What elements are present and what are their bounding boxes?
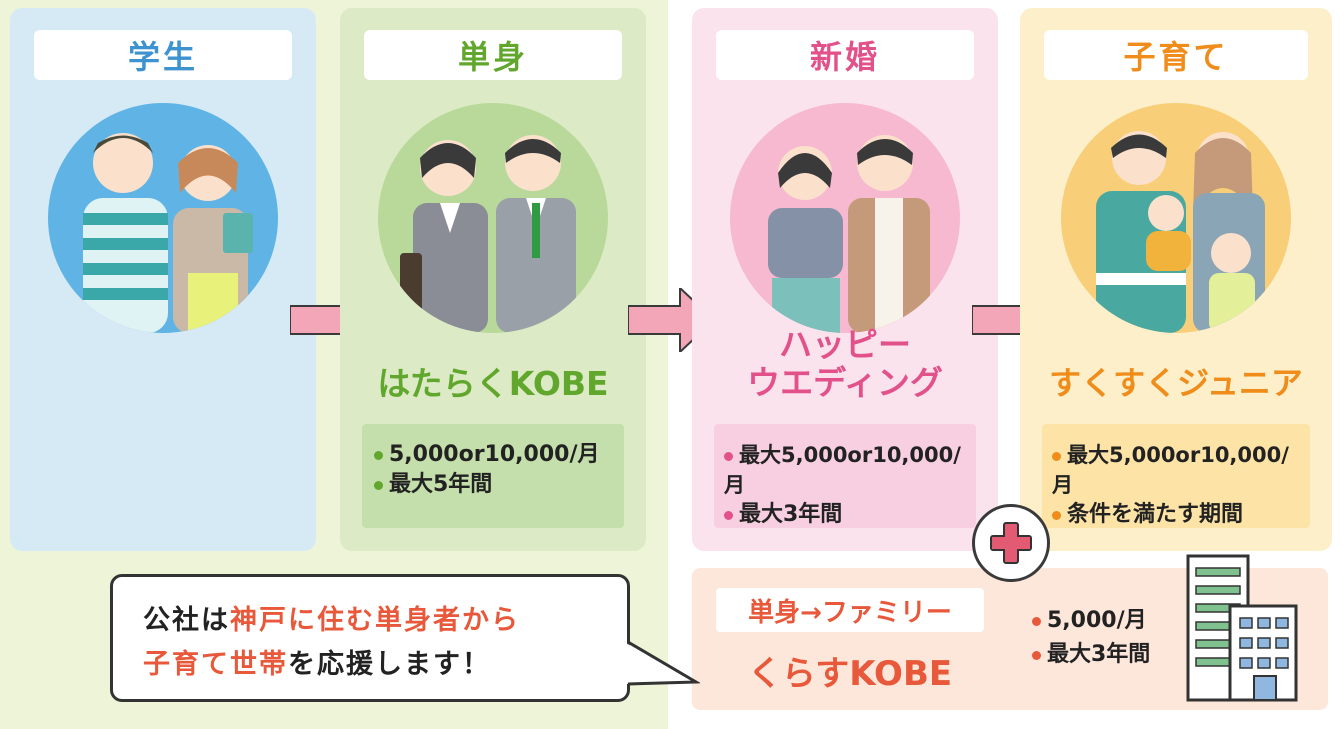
detail-single-amount: 5,000or10,000/月: [374, 440, 612, 470]
speech-line2: 子育て世帯を応援します！: [143, 649, 491, 680]
bullet-dot-icon: [724, 451, 733, 461]
plus-icon: [972, 504, 1050, 582]
couple-image: [768, 135, 930, 333]
family-illustration: [1061, 103, 1291, 333]
column-married: 新婚 ハッピー ウエディング 最大5,000or10,000/月 最大3年間: [692, 8, 998, 551]
workers-image: [400, 135, 576, 333]
married-illustration: [730, 103, 960, 333]
students-image: [83, 133, 253, 333]
title-student: 学生: [34, 30, 292, 80]
bullet-dot-icon: [374, 480, 383, 490]
column-child-rearing: 子育て すくすくジュニア 最大5,000or10,000/月 条件を満たす期間: [1020, 8, 1332, 551]
program-kurasu-kobe: くらすKOBE: [747, 654, 953, 694]
speech-bubble: 公社は神戸に住む単身者から 子育て世帯を応援します！: [110, 574, 630, 702]
info-single: 5,000or10,000/月 最大5年間: [362, 424, 624, 528]
info-child-rearing: 最大5,000or10,000/月 条件を満たす期間: [1042, 424, 1310, 528]
panel-kurasu-kobe: 単身→ファミリー くらすKOBE 5,000/月 最大3年間: [692, 554, 1328, 710]
column-single: 単身 はたらくKOBE 5,000or10,000/月 最大5年間: [340, 8, 646, 551]
student-illustration: [48, 103, 278, 333]
info-married: 最大5,000or10,000/月 最大3年間: [714, 424, 976, 528]
program-happy-wedding: ハッピー ウエディング: [692, 326, 998, 402]
program-sukusuku-junior: すくすくジュニア: [1049, 364, 1303, 402]
detail-child-amount: 最大5,000or10,000/月: [1052, 443, 1289, 497]
title-married: 新婚: [716, 30, 974, 80]
column-student: 学生: [10, 8, 316, 551]
detail-single-period: 最大5年間: [374, 470, 612, 500]
info-kurasu-kobe: 5,000/月 最大3年間: [1032, 604, 1150, 672]
building-icon: [1186, 554, 1298, 702]
bullet-dot-icon: [1032, 650, 1041, 660]
speech-tail-icon: [624, 640, 700, 686]
speech-line1: 公社は神戸に住む単身者から: [143, 605, 520, 636]
detail-child-period: 条件を満たす期間: [1052, 500, 1298, 530]
program-happy-wedding-line2: ウエディング: [747, 362, 943, 402]
bullet-dot-icon: [1052, 451, 1061, 461]
family-image: [1096, 131, 1265, 333]
program-happy-wedding-line1: ハッピー: [779, 325, 911, 364]
bullet-dot-icon: [374, 450, 383, 460]
program-hataraku-kobe: はたらくKOBE: [377, 364, 609, 403]
detail-married-amount: 最大5,000or10,000/月: [724, 443, 961, 497]
single-illustration: [378, 103, 608, 333]
detail-kurasu-period: 最大3年間: [1032, 638, 1150, 672]
title-single: 単身: [364, 30, 622, 80]
label-single-to-family: 単身→ファミリー: [716, 588, 984, 632]
bullet-dot-icon: [1052, 510, 1061, 520]
bullet-dot-icon: [1032, 616, 1041, 626]
plus-symbol-icon: [990, 522, 1032, 564]
detail-kurasu-amount: 5,000/月: [1032, 604, 1150, 638]
title-child-rearing: 子育て: [1044, 30, 1308, 80]
bullet-dot-icon: [724, 510, 733, 520]
detail-married-period: 最大3年間: [724, 500, 964, 530]
